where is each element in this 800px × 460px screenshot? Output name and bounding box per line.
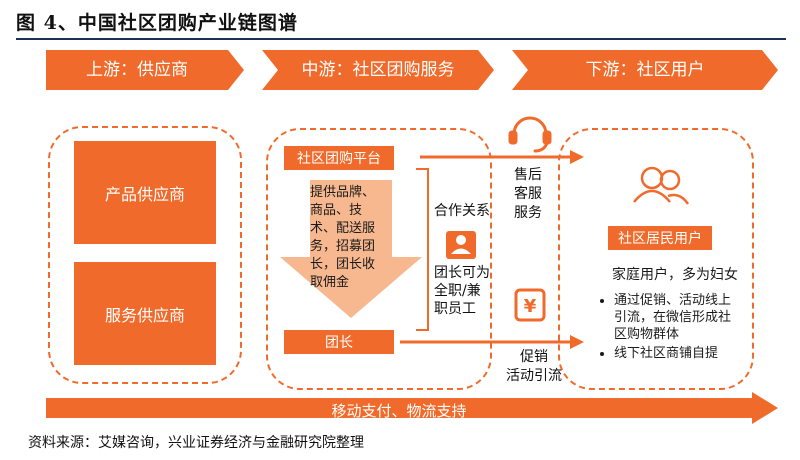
stage-midstream-label: 中游：社区团购服务 xyxy=(301,60,455,80)
yen-icon: ¥ xyxy=(514,288,546,322)
bottom-support-label: 移动支付、物流支持 xyxy=(331,402,467,420)
leader-desc-line: 团长可为 xyxy=(434,265,490,281)
stage-upstream-label: 上游：供应商 xyxy=(86,60,188,80)
promotion-arrowhead xyxy=(570,335,584,349)
midstream-panel xyxy=(266,128,492,390)
bottom-support-arrow xyxy=(46,392,778,424)
users-icon xyxy=(633,166,690,205)
services-line: 术、配送服 xyxy=(310,221,376,236)
stage-chevron-downstream xyxy=(512,50,778,90)
after-sales-label: 售后 客服 服务 xyxy=(514,166,542,223)
platform-box: 社区团购平台 xyxy=(284,146,394,170)
stage-downstream-label: 下游：社区用户 xyxy=(585,60,705,80)
after-sales-line: 服务 xyxy=(514,205,542,221)
platform-services-arrow xyxy=(280,180,422,318)
user-bullets: 通过促销、活动线上引流，在微信形成社区购物群体 线下社区商铺自提 xyxy=(600,292,740,364)
services-line: 长，团长收 xyxy=(310,257,376,272)
services-line: 商品、技 xyxy=(310,203,363,218)
services-line: 取佣金 xyxy=(310,275,350,290)
platform-services-text: 提供品牌、 商品、技 术、配送服 务，招募团 长，团长收 取佣金 xyxy=(310,184,396,292)
stage-chevron-midstream xyxy=(262,50,494,90)
title-rule xyxy=(16,38,786,40)
services-line: 提供品牌、 xyxy=(310,185,376,200)
resident-user-box: 社区居民用户 xyxy=(608,226,712,250)
upstream-panel xyxy=(48,126,242,384)
bullet-item: 线下社区商铺自提 xyxy=(614,345,740,362)
user-desc: 家庭用户，多为妇女 xyxy=(612,267,738,283)
services-line: 务，招募团 xyxy=(310,239,376,254)
bullet-item: 通过促销、活动线上引流，在微信形成社区购物群体 xyxy=(614,292,740,343)
stage-chevron-upstream xyxy=(46,50,244,90)
headset-icon xyxy=(508,116,552,153)
cooperation-bracket xyxy=(416,168,429,331)
source-note: 资料来源：艾媒咨询，兴业证券经济与金融研究院整理 xyxy=(28,435,364,451)
figure-title: 图 4、中国社区团购产业链图谱 xyxy=(16,12,298,34)
leader-desc: 团长可为 全职/兼 职员工 xyxy=(434,264,490,318)
leader-person-icon xyxy=(446,231,476,259)
after-sales-line: 售后 xyxy=(514,167,542,183)
svg-text:¥: ¥ xyxy=(524,296,537,317)
leader-desc-line: 职员工 xyxy=(434,301,476,317)
cooperation-label: 合作关系 xyxy=(434,203,490,219)
downstream-panel xyxy=(558,128,754,390)
service-supplier-box: 服务供应商 xyxy=(74,262,216,365)
after-sales-line: 客服 xyxy=(514,186,542,202)
promotion-line: 促销 xyxy=(520,349,548,365)
leader-desc-line: 全职/兼 xyxy=(434,283,481,299)
promotion-label: 促销 活动引流 xyxy=(502,348,566,386)
product-supplier-box: 产品供应商 xyxy=(74,141,216,244)
leader-box: 团长 xyxy=(284,330,394,354)
promotion-line: 活动引流 xyxy=(506,368,562,384)
